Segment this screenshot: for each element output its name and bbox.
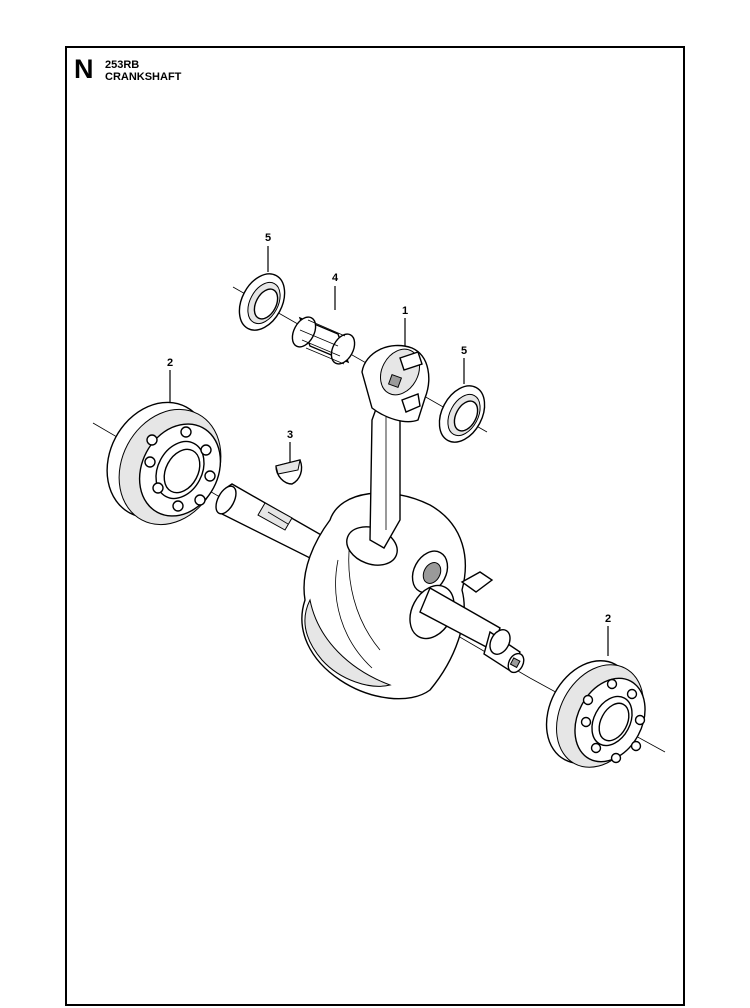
callout-number: 2 bbox=[605, 613, 611, 625]
thrust-washer-top bbox=[238, 273, 286, 331]
callout-number: 4 bbox=[332, 272, 339, 284]
woodruff-key bbox=[275, 459, 303, 485]
connecting-rod bbox=[361, 344, 430, 549]
callout-number: 5 bbox=[265, 232, 271, 244]
ball-bearing-right bbox=[545, 660, 646, 768]
callout-number: 2 bbox=[167, 357, 173, 369]
thrust-washer-right bbox=[438, 385, 486, 443]
crankshaft bbox=[215, 483, 525, 700]
model-number: 253RB bbox=[105, 59, 140, 71]
diagram-title: CRANKSHAFT bbox=[105, 71, 182, 83]
ball-bearing-left bbox=[106, 401, 222, 526]
diagram-frame bbox=[65, 46, 685, 1006]
callout-number: 1 bbox=[402, 305, 408, 317]
callout-number: 5 bbox=[461, 345, 467, 357]
section-letter: N bbox=[74, 54, 94, 84]
needle-bearing bbox=[291, 316, 356, 365]
callout-number: 3 bbox=[287, 429, 293, 441]
